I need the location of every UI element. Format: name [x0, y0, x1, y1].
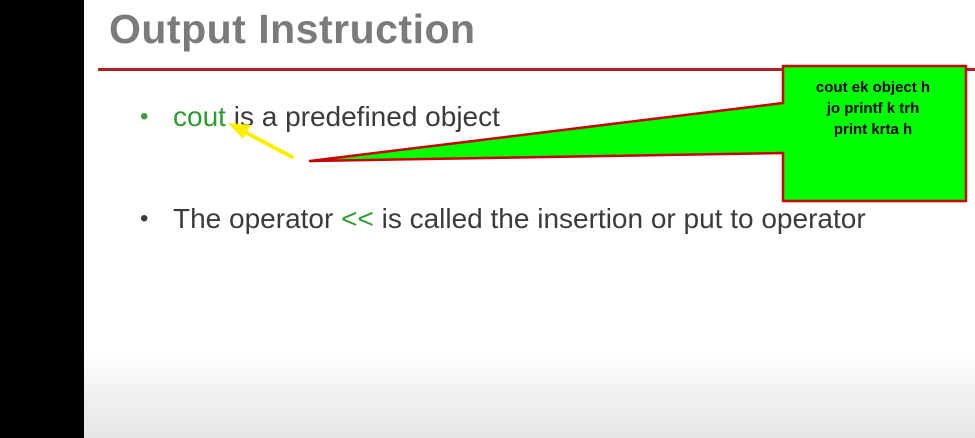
- bullet-item-1: • cout is a predefined object: [140, 94, 500, 140]
- bullet-1-text: is a predefined object: [225, 101, 500, 132]
- bullet-point: •: [140, 103, 149, 130]
- bullet-point: •: [140, 205, 149, 232]
- left-black-bar: [0, 0, 84, 438]
- callout-line-1: cout ek object h: [815, 79, 931, 96]
- callout-line-3: print krta h: [833, 121, 913, 138]
- callout-text: cout ek object h jo printf k trh print k…: [783, 77, 963, 140]
- bullet-2-text-start: The operator: [173, 203, 342, 234]
- callout-bubble: [308, 64, 968, 203]
- title-divider: [98, 68, 975, 71]
- slide-title: Output Instruction: [109, 6, 476, 52]
- arrow-icon: [228, 123, 294, 159]
- bullet-2-text-end: is called the insertion or put to operat…: [373, 203, 866, 234]
- callout-line-2: jo printf k trh: [826, 100, 920, 117]
- bullet-item-2: • The operator << is called the insertio…: [140, 196, 893, 242]
- bullet-1-keyword: cout: [173, 101, 226, 132]
- bullet-2-operator: <<: [341, 203, 374, 234]
